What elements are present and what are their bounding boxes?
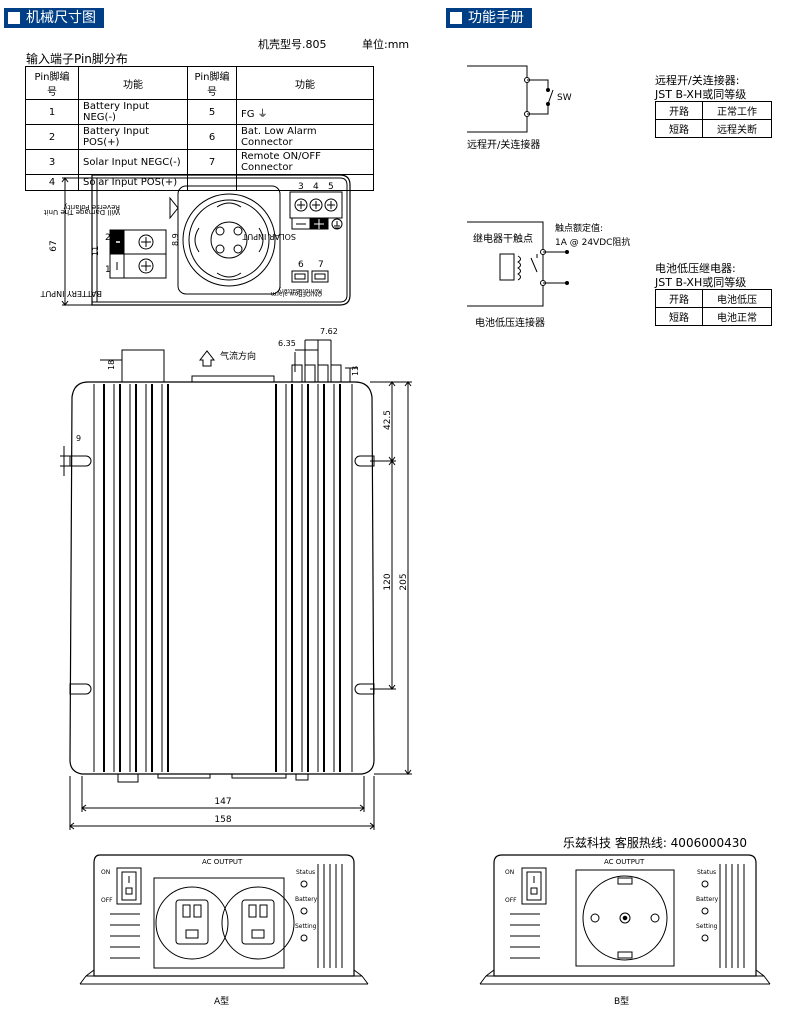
airflow-label: 气流方向 (220, 350, 256, 362)
dim-120: 120 (383, 573, 393, 590)
airflow-arrow (198, 350, 216, 367)
table-cell: 6 (187, 124, 237, 150)
table-cell: Battery Input NEG(-) (78, 99, 188, 125)
dim-7-62: 7.62 (320, 327, 338, 336)
battery-title1: 电池低压继电器: (655, 262, 736, 275)
panel-a-setting: Setting (295, 923, 317, 930)
solar-input-label: SOLAR INPUT (242, 232, 296, 241)
terminal-label-2: 2 (105, 233, 111, 243)
sw-label: SW (557, 93, 572, 103)
panel-a (79, 854, 369, 985)
top-view: 6.35 7.62 13 18 (60, 327, 412, 830)
dim-158: 158 (214, 815, 231, 825)
panel-a-off: OFF (101, 897, 113, 904)
rating-value: 1A @ 24VDC阻抗 (555, 238, 631, 248)
battery-relay-schematic (467, 221, 569, 307)
table-cell: 1 (25, 99, 79, 125)
panel-a-on: ON (101, 869, 110, 876)
remote-switch-schematic: SW (467, 65, 572, 133)
table-header: Pin脚编号 (187, 66, 237, 100)
panel-a-label: A型 (214, 996, 229, 1007)
battery-caption: 电池低压连接器 (475, 318, 545, 329)
battery-low-label-2: low alarm (270, 290, 300, 297)
terminal-label-3: 3 (298, 182, 304, 192)
dim-205: 205 (399, 573, 409, 590)
battery-title2: JST B-XH或同等级 (655, 276, 747, 289)
panel-b-ac-output: AC OUTPUT (604, 858, 645, 866)
func-section-header: 功能手册 (446, 8, 532, 28)
rating-label: 触点额定值: (555, 224, 604, 234)
panel-b-status: Status (697, 869, 716, 876)
panel-a-ac-output: AC OUTPUT (202, 858, 243, 866)
remote-table: 开路正常工作 短路远程关断 (655, 101, 772, 138)
terminal-label-4: 4 (313, 182, 319, 192)
battery-table: 开路电池低压 短路电池正常 (655, 289, 772, 326)
square-icon (8, 12, 20, 24)
dim-147: 147 (214, 797, 231, 807)
table-cell: Bat. Low Alarm Connector (236, 124, 374, 150)
dim-13: 13 (351, 366, 360, 376)
pin-title: 输入端子Pin脚分布 (26, 52, 128, 66)
table-cell: 远程关断 (702, 119, 772, 138)
terminal-label-6: 6 (298, 260, 304, 270)
remote-label-2: ON/OFF (299, 290, 322, 297)
unit-line: 单位:mm (362, 38, 410, 51)
table-cell: 电池正常 (702, 307, 772, 326)
terminal-label-5: 5 (328, 182, 334, 192)
dim-11: 11 (91, 246, 100, 256)
table-row: 2 Battery Input POS(+) 6 Bat. Low Alarm … (25, 124, 374, 150)
table-row: 短路电池正常 (655, 307, 772, 326)
dim-8-9: 8.9 (171, 233, 180, 246)
panel-b-setting: Setting (696, 923, 718, 930)
dim-6-35: 6.35 (278, 339, 296, 348)
table-cell: 3 (25, 149, 79, 175)
dim-67: 67 (49, 240, 59, 251)
remote-caption: 远程开/关连接器 (467, 140, 541, 151)
panel-a-status: Status (296, 869, 315, 876)
panel-b-label: B型 (614, 996, 629, 1007)
battery-low-label-1: Battery (277, 287, 300, 294)
panel-b-on: ON (505, 869, 514, 876)
table-cell: Solar Input NEGC(-) (78, 149, 188, 175)
square-icon (450, 12, 462, 24)
mech-header-text: 机械尺寸图 (26, 10, 96, 26)
panel-b (479, 854, 771, 985)
warning-text-1: Reverse Polarity (63, 203, 120, 211)
remote-title1: 远程开/关连接器: (655, 74, 740, 87)
model-line: 机壳型号.805 (258, 38, 327, 51)
dim-9: 9 (76, 434, 81, 443)
dim-18: 18 (107, 360, 116, 370)
table-row: 开路电池低压 (655, 289, 772, 308)
battery-input-label: BATTERY INPUT (40, 289, 102, 298)
terminal-label-1: 1 (105, 265, 111, 275)
table-header: Pin脚编号 (25, 66, 79, 100)
relay-label: 继电器干触点 (473, 234, 533, 245)
func-header-text: 功能手册 (468, 10, 524, 26)
remote-label-1: Remote (299, 287, 322, 294)
warning-text-2: Will Damage The Unit (44, 208, 120, 216)
panel-b-off: OFF (505, 897, 517, 904)
panel-b-battery: Battery (696, 896, 719, 903)
remote-title2: JST B-XH或同等级 (655, 88, 747, 101)
front-view: 67 Reverse Polarity Will Damage The Unit… (40, 174, 351, 306)
terminal-label-7: 7 (318, 260, 324, 270)
table-header: 功能 (78, 66, 188, 100)
dim-42-5: 42.5 (383, 410, 393, 430)
table-row: 短路远程关断 (655, 119, 772, 138)
panel-a-battery: Battery (295, 896, 318, 903)
mech-section-header: 机械尺寸图 (4, 8, 104, 28)
table-cell: Battery Input POS(+) (78, 124, 188, 150)
hotline-text: 乐兹科技 客服热线: 4006000430 (563, 836, 748, 850)
